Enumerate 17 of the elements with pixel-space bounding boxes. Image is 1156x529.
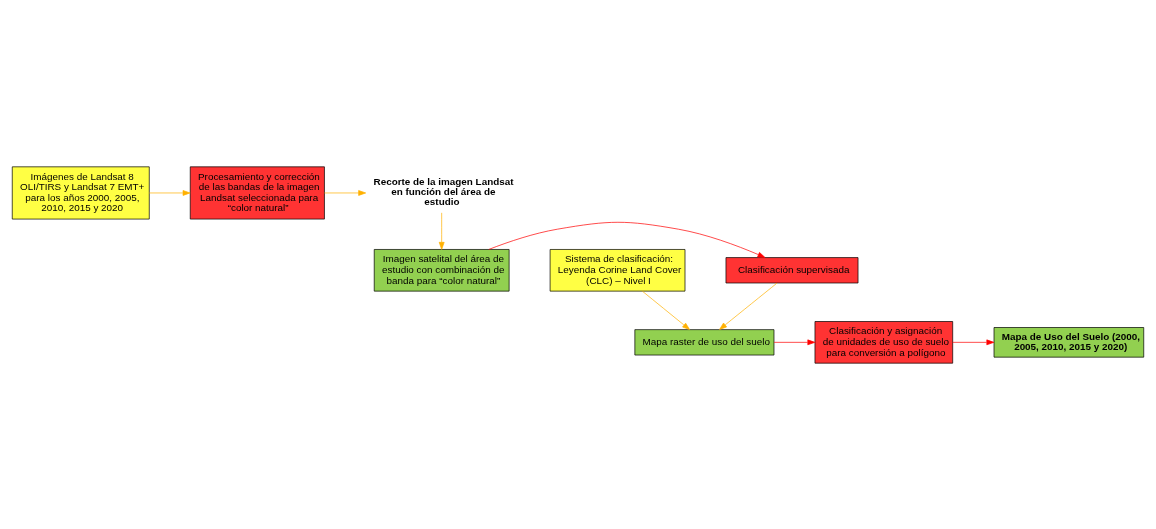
node-box: Procesamiento y corrección de las bandas de la imagen Landsat seleccionada para “color natural” [189, 165, 325, 219]
arrow [773, 339, 816, 345]
node-box: Clasificación supervisada [725, 256, 859, 283]
arrow [149, 189, 191, 196]
node-box: Imágenes de Landsat 8 OLI/TIRS y Landsat 7 EMT+ para los años 2000, 2005, 2010, 2015 y 2020 [11, 165, 150, 219]
node-box: Imagen satelital del área de estudio con combinación de banda para “color natural” [373, 248, 510, 291]
arrow [642, 290, 690, 330]
node-box: Mapa raster de uso del suelo [634, 328, 775, 355]
arrow [719, 282, 778, 330]
arrow [438, 211, 445, 250]
node-box: Mapa de Uso del Suelo (2000, 2005, 2010, 2015 y 2020) [993, 326, 1145, 358]
node-box: Sistema de clasificación: Leyenda Corine Land Cover (CLC) – Nivel I [549, 248, 686, 291]
node-text: Recorte de la imagen Landsat en función del área de estudio [373, 175, 514, 207]
arrow [952, 339, 995, 345]
node-box: Clasificación y asignación de unidades de uso de suelo para conversión a polígono [814, 320, 954, 364]
arrow [324, 189, 367, 196]
arrow [488, 221, 766, 258]
